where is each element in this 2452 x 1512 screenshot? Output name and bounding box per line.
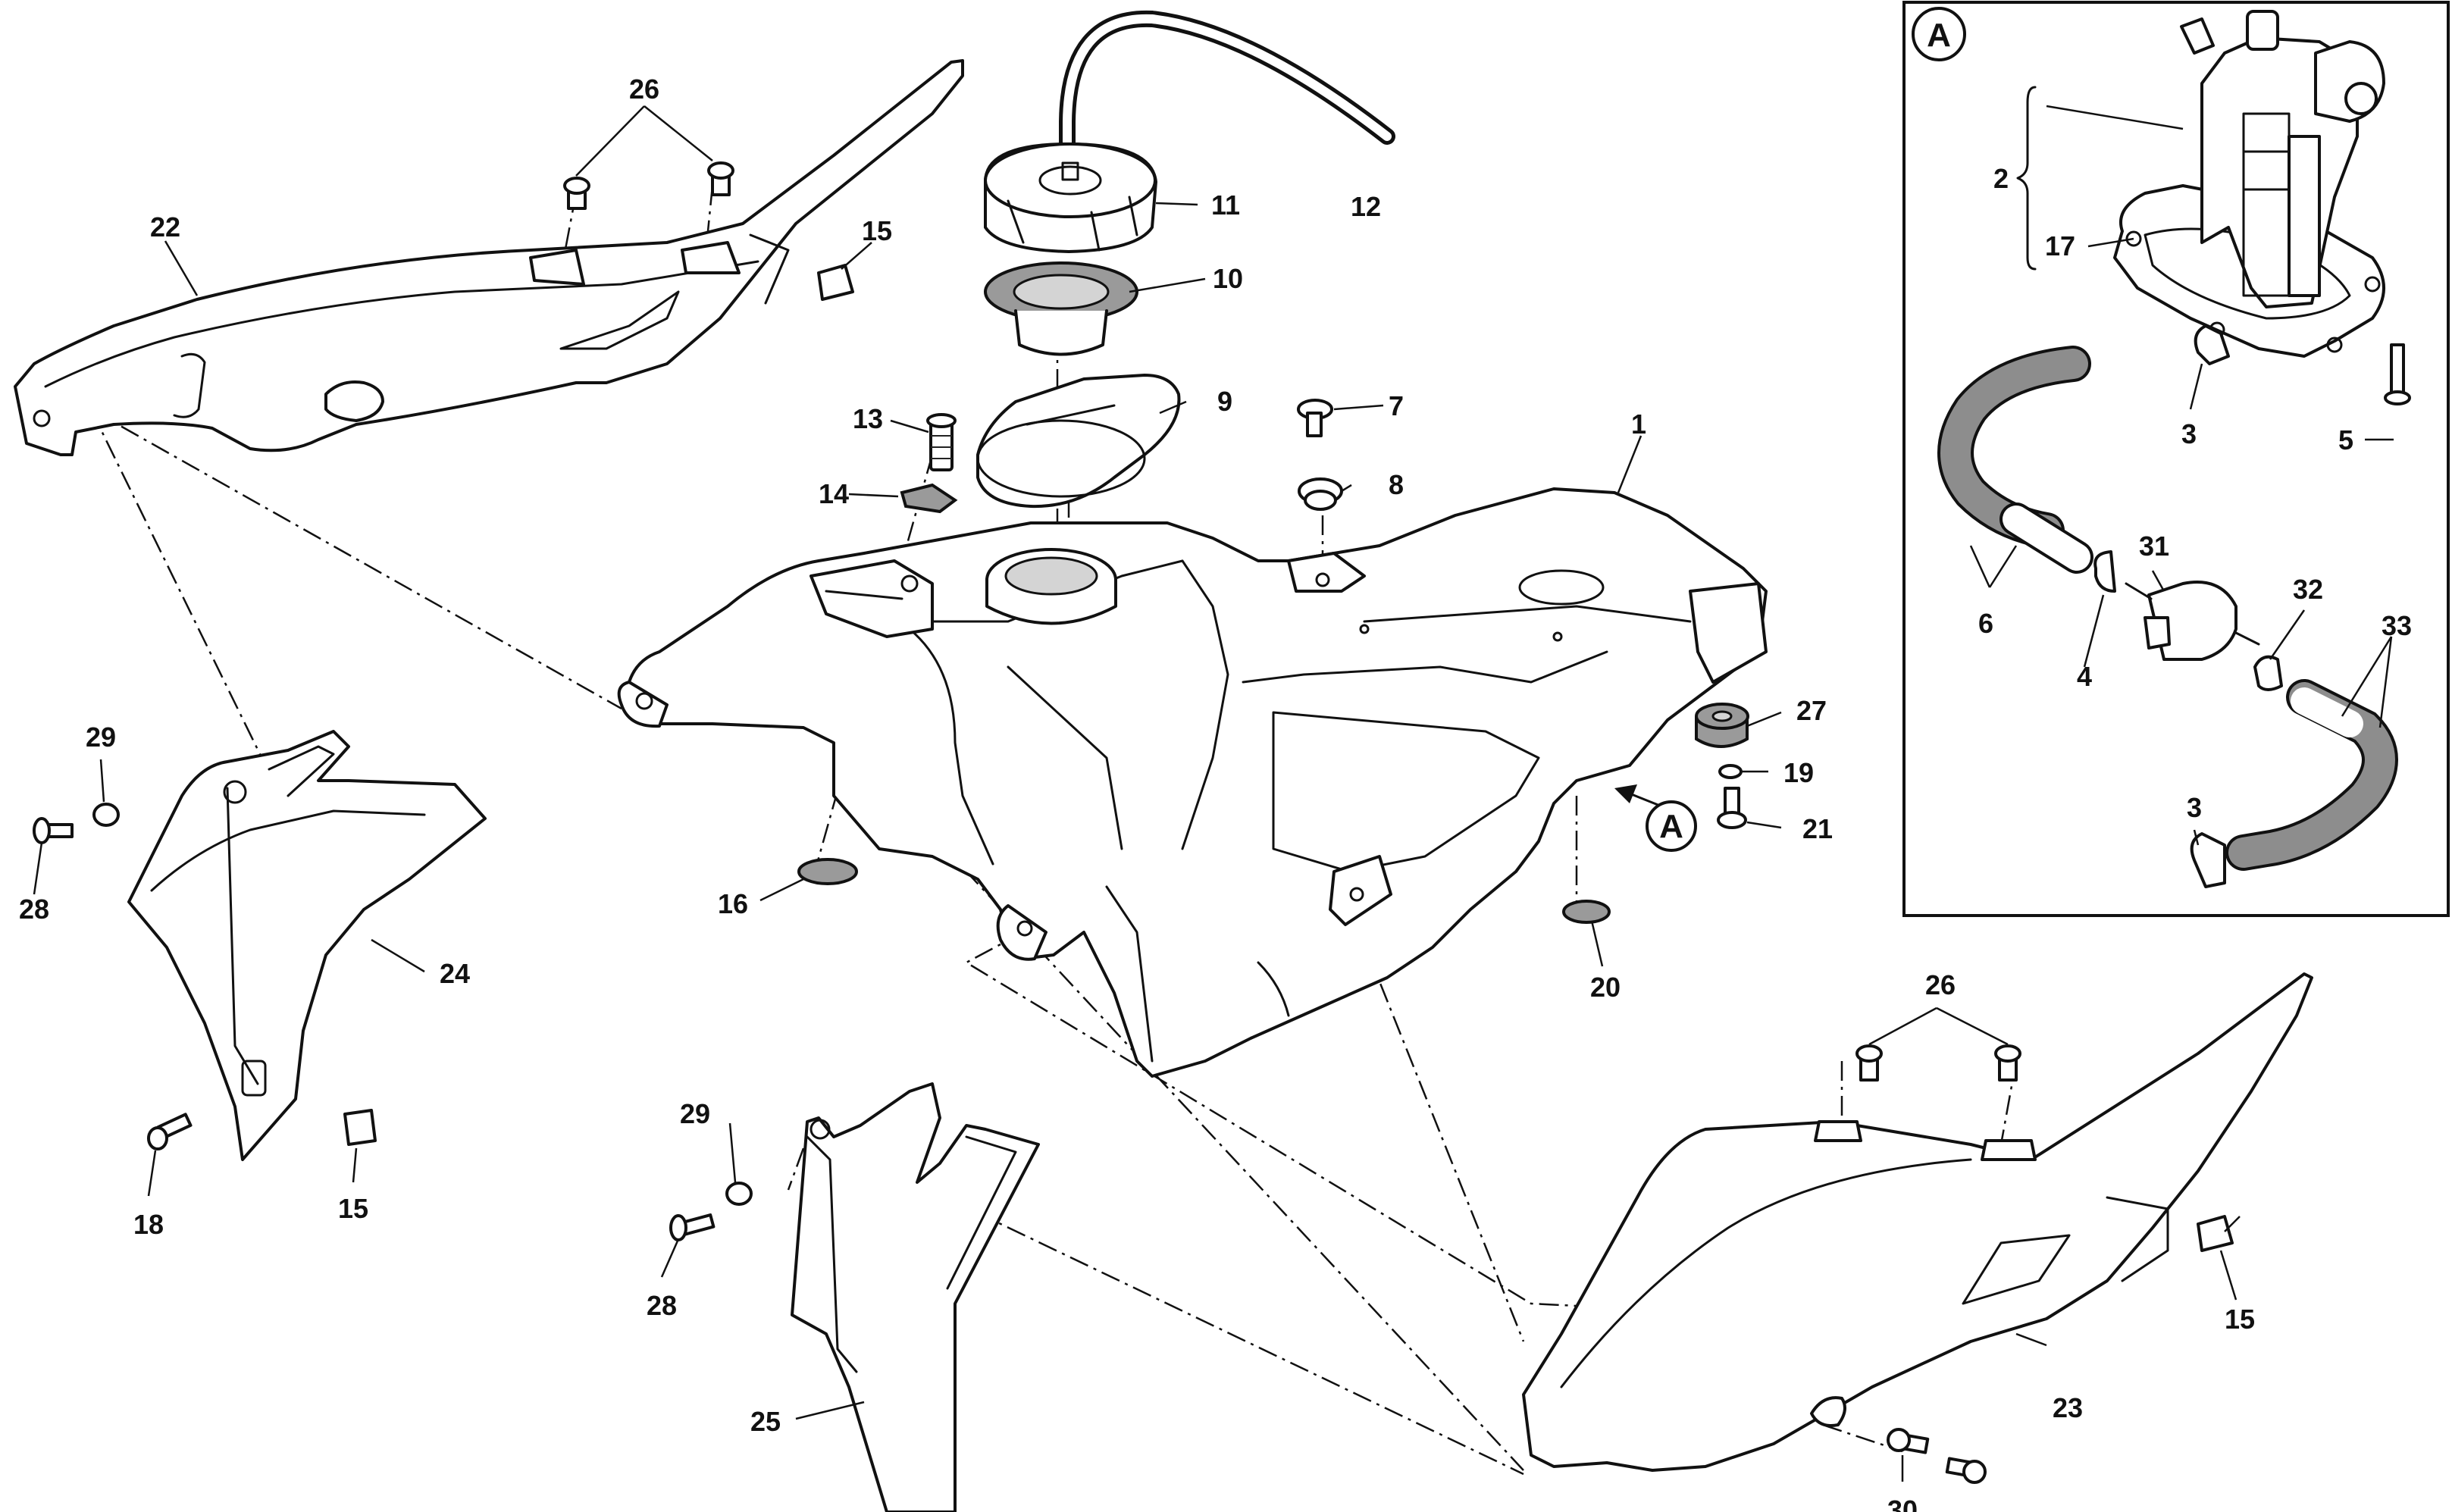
screw-13 xyxy=(926,413,957,471)
view-arrow-a: A xyxy=(1614,784,1697,852)
callout-21: 21 xyxy=(1802,813,1833,844)
detail-view-label: A xyxy=(1927,17,1951,54)
cap-bezel xyxy=(976,374,1181,509)
bolt-26b xyxy=(707,161,734,196)
callout-15a: 15 xyxy=(862,215,892,246)
rubber-mount-27 xyxy=(1695,703,1749,748)
callout-25: 25 xyxy=(750,1406,781,1437)
callout-1: 1 xyxy=(1631,409,1646,440)
callout-18: 18 xyxy=(133,1209,164,1240)
pad-16 xyxy=(797,858,858,885)
callout-28a: 28 xyxy=(19,894,49,925)
callout-30: 30 xyxy=(1887,1495,1918,1512)
callout-29a: 29 xyxy=(86,722,116,753)
callout-4: 4 xyxy=(2077,661,2092,692)
callout-13: 13 xyxy=(853,403,883,434)
washer-19 xyxy=(1718,764,1743,779)
callout-28b: 28 xyxy=(647,1290,677,1321)
callout-24: 24 xyxy=(440,958,470,989)
bolt-21 xyxy=(1717,787,1747,829)
callout-27: 27 xyxy=(1796,695,1827,726)
callout-26a: 26 xyxy=(629,74,659,105)
bolt-26d xyxy=(1994,1044,2021,1082)
callout-10: 10 xyxy=(1213,263,1243,294)
callout-29b: 29 xyxy=(680,1098,710,1129)
bushing-29b xyxy=(725,1182,753,1206)
clip-15a xyxy=(817,264,854,301)
callout-22: 22 xyxy=(150,211,180,243)
breather-hose xyxy=(1059,10,1395,179)
callout-23: 23 xyxy=(2053,1392,2083,1423)
side-cover-lower-right xyxy=(1522,972,2313,1472)
callout-33: 33 xyxy=(2382,610,2412,641)
callout-6: 6 xyxy=(1978,608,1993,639)
pad-20 xyxy=(1562,900,1611,924)
bolt-28a xyxy=(33,817,74,844)
fuel-tank xyxy=(617,487,1768,1078)
leader-lines xyxy=(33,105,2394,1482)
callout-17: 17 xyxy=(2045,230,2075,261)
radiator-shroud-right xyxy=(791,1082,1040,1512)
grommet-8 xyxy=(1298,477,1343,511)
bolt-28b xyxy=(669,1213,716,1241)
detail-view-a: A xyxy=(1902,1,2450,917)
side-cover-upper-left xyxy=(14,59,964,456)
bolt-18 xyxy=(147,1113,193,1150)
bolt-30a xyxy=(1887,1428,1930,1454)
callout-15b: 15 xyxy=(338,1193,368,1224)
callout-19: 19 xyxy=(1783,757,1814,788)
callout-15c: 15 xyxy=(2225,1304,2255,1335)
washer-14 xyxy=(900,483,958,514)
callout-3a: 3 xyxy=(2181,418,2197,449)
callout-numbers: 1 2 3 3 4 5 6 7 8 9 10 11 12 13 14 15 15… xyxy=(19,74,2412,1512)
callout-5: 5 xyxy=(2338,424,2353,455)
clip-15b xyxy=(343,1109,377,1146)
callout-11: 11 xyxy=(1211,189,1240,221)
bushing-29a xyxy=(92,803,120,827)
callout-31: 31 xyxy=(2139,531,2169,562)
radiator-shroud-left xyxy=(127,730,487,1161)
callout-3b: 3 xyxy=(2187,792,2202,823)
filler-gasket xyxy=(984,261,1138,356)
callout-16: 16 xyxy=(718,888,748,919)
callout-12: 12 xyxy=(1351,191,1381,222)
callout-20: 20 xyxy=(1590,972,1621,1003)
callout-9: 9 xyxy=(1217,386,1232,417)
clip-15c xyxy=(2197,1215,2234,1252)
callout-8: 8 xyxy=(1389,469,1404,500)
callout-32: 32 xyxy=(2293,574,2323,605)
bolt-26c xyxy=(1855,1044,1883,1082)
callout-2: 2 xyxy=(1993,163,2009,194)
bolt-30b xyxy=(1945,1457,1987,1484)
callout-7: 7 xyxy=(1389,390,1404,421)
screw-7 xyxy=(1297,399,1333,437)
fuel-cap xyxy=(984,142,1157,253)
bolt-26a xyxy=(563,177,590,210)
view-arrow-label: A xyxy=(1659,808,1683,845)
callout-14: 14 xyxy=(819,478,849,509)
callout-26b: 26 xyxy=(1925,969,1956,1000)
